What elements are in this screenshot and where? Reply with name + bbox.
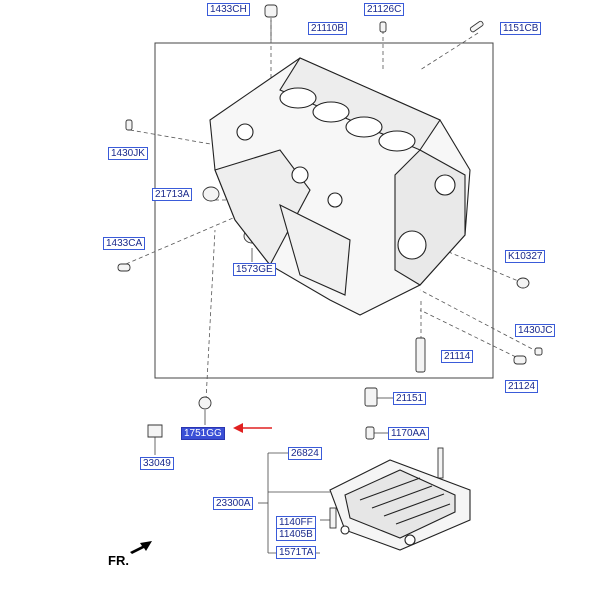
- bolt-21114: [415, 337, 426, 373]
- label-1573ge[interactable]: 1573GE: [233, 263, 276, 276]
- label-33049[interactable]: 33049: [140, 457, 174, 470]
- pin-1430jk: [125, 119, 133, 131]
- label-1430jc[interactable]: 1430JC: [515, 324, 556, 337]
- label-21114[interactable]: 21114: [441, 350, 474, 363]
- label-1151cb[interactable]: 1151CB: [500, 22, 542, 35]
- dowel-pin-top: [264, 4, 278, 18]
- gauge-tube-26824: [437, 447, 444, 479]
- label-1430jk[interactable]: 1430JK: [108, 147, 148, 160]
- label-1571ta[interactable]: 1571TA: [276, 546, 317, 559]
- label-k10327[interactable]: K10327: [505, 250, 546, 263]
- seal-21713a: [202, 186, 220, 202]
- label-1751gg[interactable]: 1751GG: [181, 427, 225, 440]
- label-21110b[interactable]: 21110B: [308, 22, 347, 35]
- label-11405b[interactable]: 11405B: [276, 528, 316, 541]
- label-1433ca[interactable]: 1433CA: [103, 237, 146, 250]
- bolt-1140ff: [329, 507, 337, 529]
- cylinder-block: [209, 57, 471, 316]
- plug-21126c: [379, 21, 387, 33]
- pin-1433ca: [117, 263, 131, 272]
- bolt-1151cb: [469, 20, 484, 33]
- assembly-frame: [154, 42, 494, 379]
- label-26824[interactable]: 26824: [288, 447, 322, 460]
- bolt-1170aa: [365, 426, 375, 440]
- pin-1430jc: [534, 347, 543, 356]
- front-direction-arrow: [130, 541, 152, 554]
- label-21713a[interactable]: 21713A: [152, 188, 193, 201]
- plug-k10327: [516, 277, 530, 289]
- washer-1751gg: [198, 396, 212, 410]
- front-label: FR.: [108, 553, 129, 568]
- label-21124[interactable]: 21124: [505, 380, 539, 393]
- dowel-21124: [513, 355, 527, 365]
- highlight-arrow: [233, 423, 272, 433]
- label-1170aa[interactable]: 1170AA: [388, 427, 429, 440]
- drain-plug-33049: [147, 424, 163, 438]
- sensor-21151: [364, 387, 378, 407]
- label-23300a[interactable]: 23300A: [213, 497, 254, 510]
- lower-crankcase: [329, 459, 471, 551]
- label-21126c[interactable]: 21126C: [364, 3, 405, 16]
- label-21151[interactable]: 21151: [393, 392, 427, 405]
- label-1433ch[interactable]: 1433CH: [207, 3, 250, 16]
